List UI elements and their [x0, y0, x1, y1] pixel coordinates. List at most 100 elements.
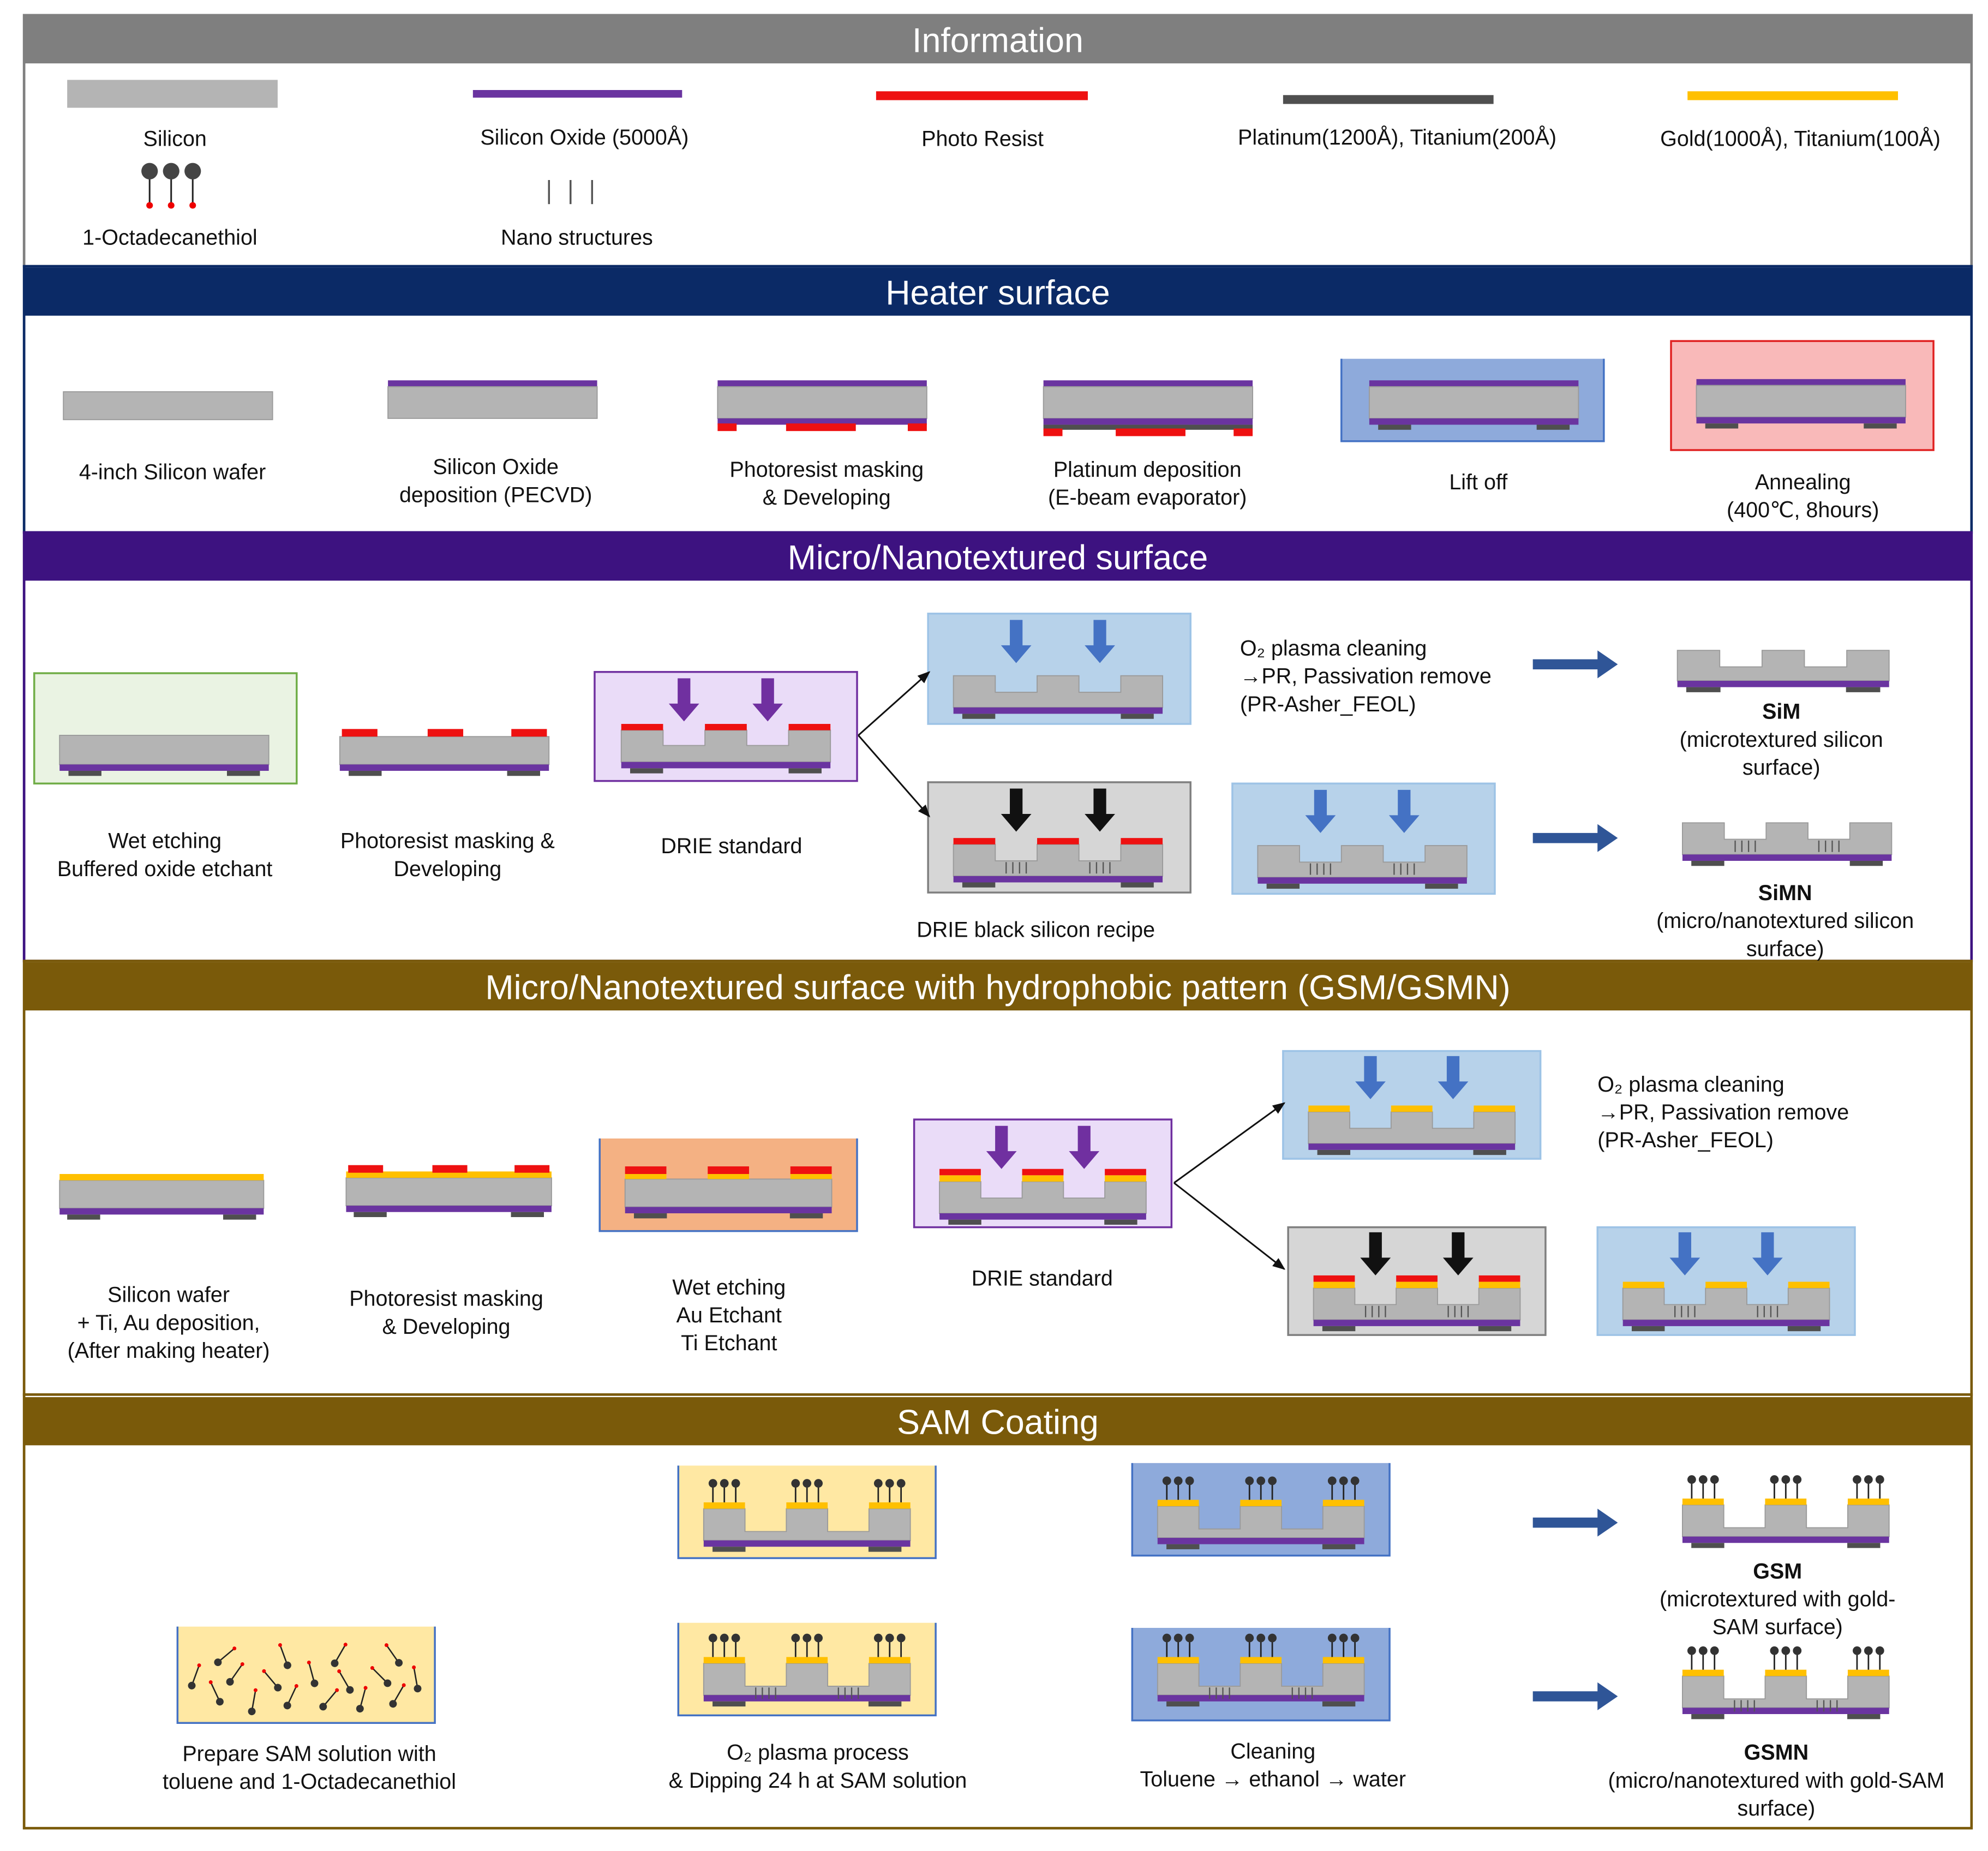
photoresist-layer [1478, 1275, 1520, 1282]
simn-description-line: surface) [1746, 937, 1824, 961]
thiol-head [1698, 1646, 1708, 1655]
thiol-head [331, 1659, 339, 1667]
gold-layer [1157, 1500, 1199, 1506]
photoresist-island [511, 729, 547, 737]
legend-pr-swatch [876, 91, 1088, 100]
oxide-layer [1043, 418, 1253, 425]
thiol-head [1793, 1475, 1802, 1484]
sam-solution-bath [177, 1626, 435, 1723]
photoresist-pattern [786, 423, 856, 432]
bath-outline [1131, 1463, 1391, 1557]
legend-thiol-label: 1-Octadecanethiol [82, 226, 258, 250]
heater-step-label: Platinum deposition(E-beam evaporator) [1048, 458, 1247, 510]
sam-title: SAM Coating [897, 1403, 1099, 1441]
thiol-head [1245, 1633, 1254, 1643]
thiol-sulfur [167, 202, 175, 209]
thiol-head [226, 1678, 234, 1686]
platinum-pad [630, 768, 663, 774]
free-thiol-molecule [319, 1688, 339, 1711]
oxide-layer [1682, 854, 1892, 861]
thiol-head [1864, 1646, 1873, 1655]
gold-layer [869, 1657, 911, 1664]
gold-layer [1240, 1500, 1282, 1506]
o2-cleaning-note-gsm-line: (PR-Asher_FEOL) [1597, 1128, 1774, 1152]
oxide-layer [1157, 1695, 1364, 1702]
oxide-layer [1369, 380, 1579, 387]
photoresist-pattern [1233, 428, 1253, 436]
free-thiol-molecule [307, 1660, 319, 1687]
simn-name: SiMN [1758, 881, 1812, 905]
silicon-layer [59, 734, 270, 765]
platinum-pad [226, 770, 260, 776]
thiol-head [1710, 1646, 1719, 1655]
photoresist-layer [788, 723, 831, 730]
gold-layer [1765, 1669, 1807, 1676]
thiol-head [1327, 1476, 1337, 1485]
silicon-textured [703, 1508, 911, 1541]
thiol-head [310, 1679, 319, 1687]
etch-direction-arrow [1752, 1232, 1783, 1275]
platinum-pad [712, 1701, 746, 1707]
thiol-head [1781, 1475, 1791, 1484]
legend-au-label: Gold(1000Å), Titanium(100Å) [1660, 127, 1941, 151]
platinum-pad [1104, 1219, 1137, 1225]
gsm-step-label-line: Silicon wafer [107, 1283, 230, 1307]
sim-name-line: SiM [1762, 700, 1800, 724]
thiol-chain [288, 1687, 297, 1704]
oxide-layer [703, 1695, 911, 1702]
platinum-pad [1691, 860, 1724, 866]
oxide-layer [339, 764, 549, 771]
sim-description-line: surface) [1743, 756, 1821, 780]
platinum-pad [511, 1212, 544, 1218]
platinum-pad [1121, 714, 1154, 719]
thiol-head [1698, 1475, 1708, 1484]
branch-arrow-gsm-black-silicon [1173, 1182, 1286, 1270]
platinum-pad [1322, 1701, 1356, 1707]
oxide-layer [1308, 1143, 1516, 1150]
micro-step-label-line: Developing [394, 857, 502, 881]
sim-description-line: (microtextured silicon [1680, 728, 1883, 752]
thiol-head [896, 1633, 906, 1643]
gold-layer [1622, 1281, 1664, 1289]
silicon-textured [703, 1663, 911, 1696]
gold-layer [1322, 1500, 1364, 1506]
silicon-layer [1043, 386, 1254, 419]
thiol-chain [252, 1691, 256, 1709]
oxide-layer [346, 1206, 552, 1212]
thiol-head [395, 1659, 403, 1667]
oxide-layer [1622, 1320, 1830, 1326]
etch-direction-arrow [1001, 620, 1032, 663]
sim-description: (microtextured silicon surface) [1680, 728, 1883, 780]
etch-direction-arrow [1388, 789, 1420, 833]
thiol-sulfur [146, 202, 153, 209]
etch-direction-arrow [1001, 788, 1032, 832]
thiol-head [720, 1479, 729, 1488]
oxide-layer [621, 762, 831, 769]
photoresist-island [348, 1165, 384, 1173]
oxide-layer [953, 707, 1163, 714]
silicon-layer [1696, 385, 1906, 418]
thiol-chain [211, 1683, 220, 1700]
thiol-chain [219, 1649, 234, 1662]
thiol-chain [191, 1666, 200, 1684]
thiol-head [1770, 1646, 1779, 1655]
gold-layer [1765, 1498, 1807, 1505]
thiol-head [163, 163, 179, 179]
info-title: Information [912, 21, 1083, 59]
simn-description-line: (micro/nanotextured silicon [1656, 909, 1914, 933]
thiol-head [1185, 1633, 1194, 1643]
free-thiol-molecule [226, 1662, 244, 1686]
thiol-head [1245, 1476, 1254, 1485]
o2-cleaning-note-gsm-line: O₂ plasma cleaning [1597, 1073, 1784, 1097]
thiol-head [1327, 1633, 1337, 1643]
photoresist-island [514, 1165, 550, 1173]
o2-cleaning-note: O₂ plasma cleaning→PR, Passivation remov… [1240, 636, 1492, 716]
thiol-head [1781, 1646, 1791, 1655]
oxide-layer [703, 1540, 911, 1547]
micro-step-label-line: Buffered oxide etchant [57, 857, 273, 881]
platinum-pad [1322, 1544, 1356, 1549]
gold-layer [1240, 1657, 1282, 1664]
thiol-chain [339, 1672, 350, 1688]
